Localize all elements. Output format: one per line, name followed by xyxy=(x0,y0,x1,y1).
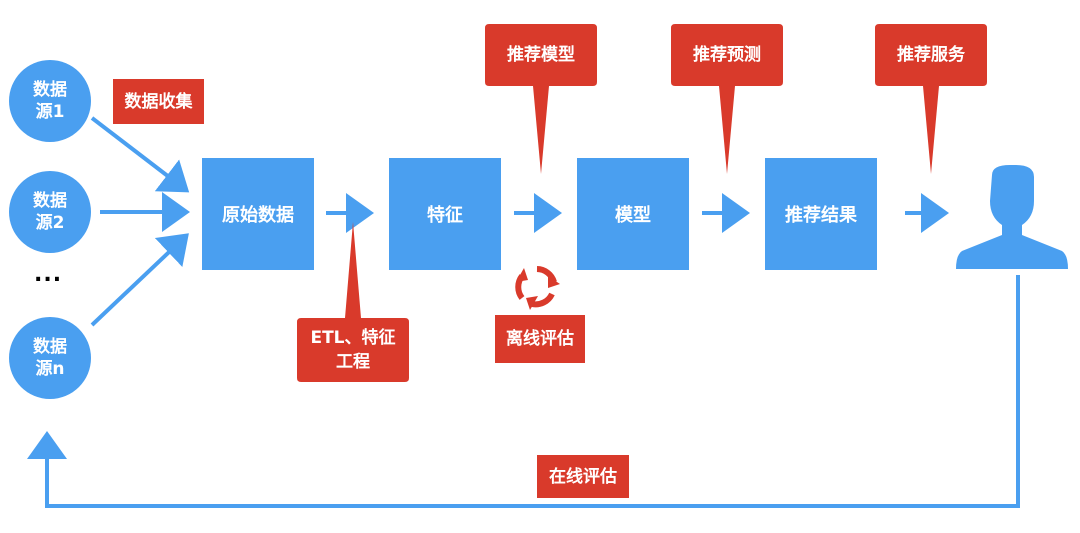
refresh-cycle-icon xyxy=(515,266,560,310)
tag-rec-service: 推荐服务 xyxy=(897,45,965,65)
arrow-source1-to-raw xyxy=(90,116,190,193)
tag-rec-model: 推荐模型 xyxy=(507,45,575,65)
tag-etl: ETL、特征 工程 xyxy=(310,328,396,372)
callout-etl-shape xyxy=(297,222,409,382)
source-node-1: 数据 源1 xyxy=(9,60,91,142)
arrow-sourcen-to-raw xyxy=(90,233,189,327)
source-node-2: 数据 源2 xyxy=(9,171,91,253)
tag-data-collect: 数据收集 xyxy=(113,79,204,124)
ellipsis: ... xyxy=(34,262,63,287)
callout-rec-service-shape xyxy=(875,24,987,174)
stage-raw-data: 原始数据 xyxy=(202,158,314,270)
stage-model: 模型 xyxy=(577,158,689,270)
callout-rec-model-shape xyxy=(485,24,597,174)
stage-result: 推荐结果 xyxy=(765,158,877,270)
tag-online-eval: 在线评估 xyxy=(537,455,629,498)
tag-offline-eval: 离线评估 xyxy=(495,315,585,363)
tag-rec-predict: 推荐预测 xyxy=(693,45,761,65)
callout-rec-predict-shape xyxy=(671,24,783,174)
stage-feature: 特征 xyxy=(389,158,501,270)
user-icon xyxy=(956,165,1068,269)
feedback-loop-line xyxy=(27,275,1020,508)
source-node-n: 数据 源n xyxy=(9,317,91,399)
